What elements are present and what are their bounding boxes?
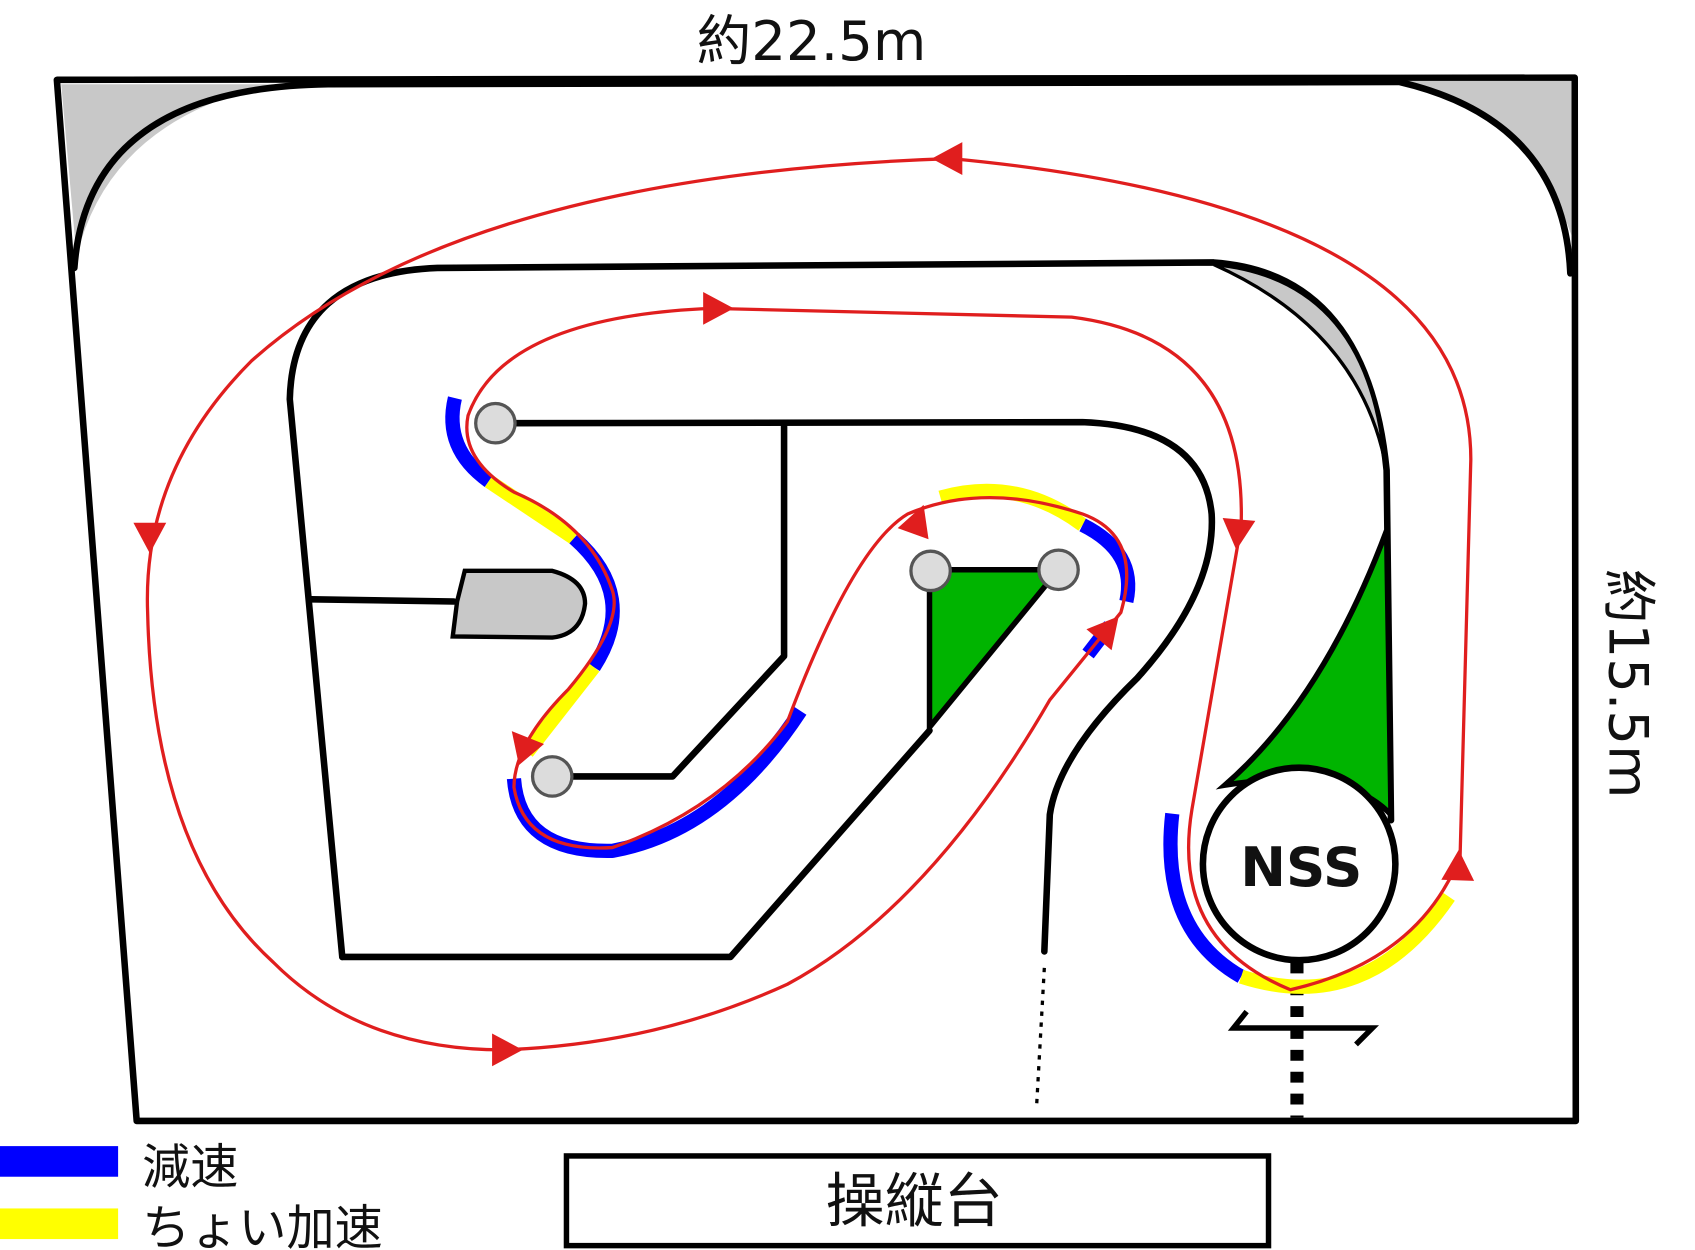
- corner-fill-top-right: [1405, 80, 1572, 236]
- direction-arrows: [133, 142, 1475, 1067]
- grey-hairpin-fill: [1213, 263, 1387, 460]
- pit-line: [308, 596, 458, 605]
- pylon-icon: [474, 401, 517, 445]
- s-section-edge: [494, 418, 1216, 955]
- accel-segment: [938, 483, 1087, 531]
- arrow-icon: [492, 1033, 523, 1067]
- arrow-icon: [1441, 849, 1475, 881]
- inner-divider: [548, 423, 788, 780]
- width-dimension-label: 約22.5m: [697, 9, 927, 73]
- arrow-icon: [511, 731, 545, 766]
- arrow-icon: [897, 504, 929, 540]
- accel-segment: [484, 475, 579, 544]
- legend-label-decel: 減速: [142, 1139, 238, 1195]
- arrow-icon: [703, 291, 734, 325]
- arrow-icon: [931, 142, 963, 175]
- pit-box: [450, 568, 588, 640]
- operator-stand-label: 操縦台: [826, 1167, 1003, 1236]
- nss-circle: [1199, 764, 1399, 964]
- height-dimension-label: 約15.5m: [1597, 569, 1661, 799]
- pylon-icon: [1037, 548, 1080, 592]
- decel-segment: [1079, 518, 1136, 604]
- outer-track-edge: [71, 78, 1574, 277]
- outer-boundary: [53, 74, 1580, 1125]
- legend-swatch-accel: [0, 1208, 119, 1240]
- legend-swatch-decel: [0, 1146, 119, 1177]
- green-infield-triangle: [926, 567, 1065, 735]
- legend-label-accel: ちょい加速: [142, 1201, 383, 1250]
- pylons: [474, 401, 1080, 798]
- pylon-icon: [909, 549, 952, 593]
- pylon-icon: [530, 755, 574, 798]
- accel-segment: [521, 662, 600, 757]
- corner-fill-top-left: [61, 84, 274, 257]
- nss-label: NSS: [1240, 835, 1362, 899]
- arrow-icon: [1086, 616, 1119, 651]
- dotted-line: [1035, 967, 1046, 1105]
- decel-segment: [1163, 812, 1245, 983]
- arrow-icon: [133, 522, 167, 554]
- racing-line: [145, 156, 1473, 1052]
- bottom-inner-edge: [339, 727, 933, 961]
- decel-segment: [569, 532, 620, 671]
- decel-segment: [445, 396, 494, 487]
- arrow-icon: [1222, 518, 1256, 550]
- start-direction-icon: [1227, 1009, 1380, 1047]
- operator-stand: [563, 1153, 1272, 1249]
- accel-segment: [1239, 892, 1455, 994]
